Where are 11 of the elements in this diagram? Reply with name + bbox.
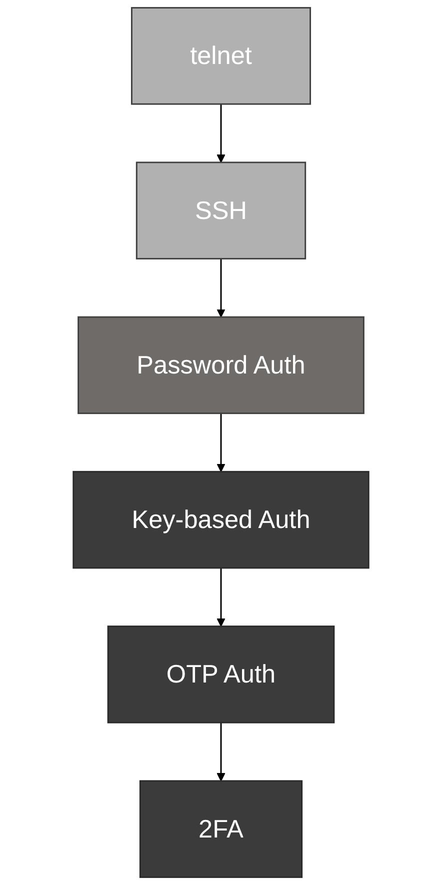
node-box: 2FA <box>139 780 303 878</box>
arrow <box>216 104 226 163</box>
node-box: telnet <box>130 7 311 105</box>
arrow <box>216 722 226 782</box>
node-box: Key-based Auth <box>72 470 370 569</box>
node-box: OTP Auth <box>107 626 335 724</box>
node-box: SSH <box>136 162 306 260</box>
node-box: Password Auth <box>78 316 364 414</box>
arrow <box>216 413 226 472</box>
arrow <box>216 568 226 627</box>
arrow <box>216 258 226 318</box>
